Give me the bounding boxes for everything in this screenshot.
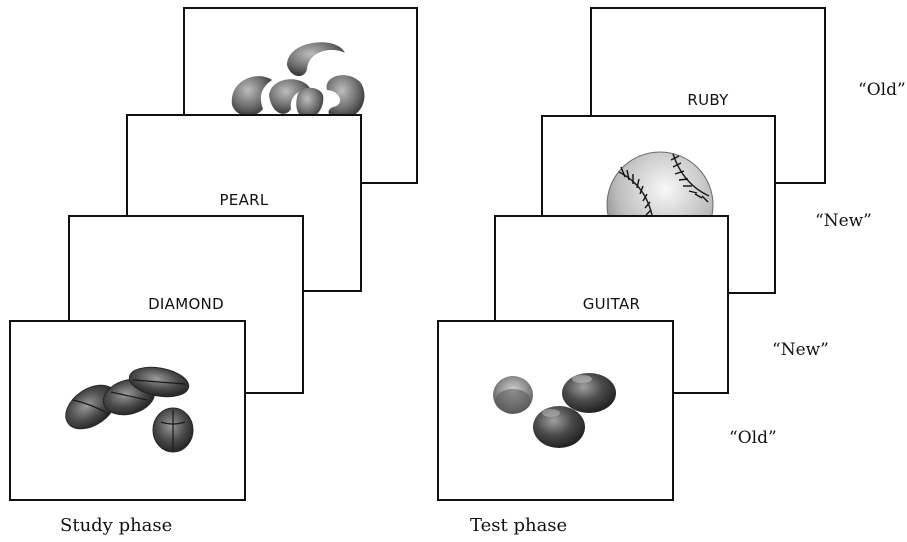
response-baseball: “New”	[815, 211, 872, 231]
chestnuts-icon	[493, 373, 616, 448]
study-word-diamond: DIAMOND	[148, 295, 224, 313]
baseball-icon	[606, 151, 714, 259]
test-word-ruby: RUBY	[687, 91, 729, 109]
response-ruby: “Old”	[858, 80, 906, 100]
response-chestnuts: “Old”	[729, 428, 777, 448]
response-guitar: “New”	[772, 340, 829, 360]
study-card-4-pecans	[9, 320, 246, 501]
test-phase-label: Test phase	[470, 515, 568, 536]
pecans-icon	[65, 366, 194, 453]
cashews-icon	[231, 42, 365, 120]
study-phase-label: Study phase	[60, 515, 173, 536]
study-word-pearl: PEARL	[219, 191, 269, 209]
test-word-guitar: GUITAR	[582, 295, 641, 313]
test-card-4-chestnuts	[437, 320, 674, 501]
